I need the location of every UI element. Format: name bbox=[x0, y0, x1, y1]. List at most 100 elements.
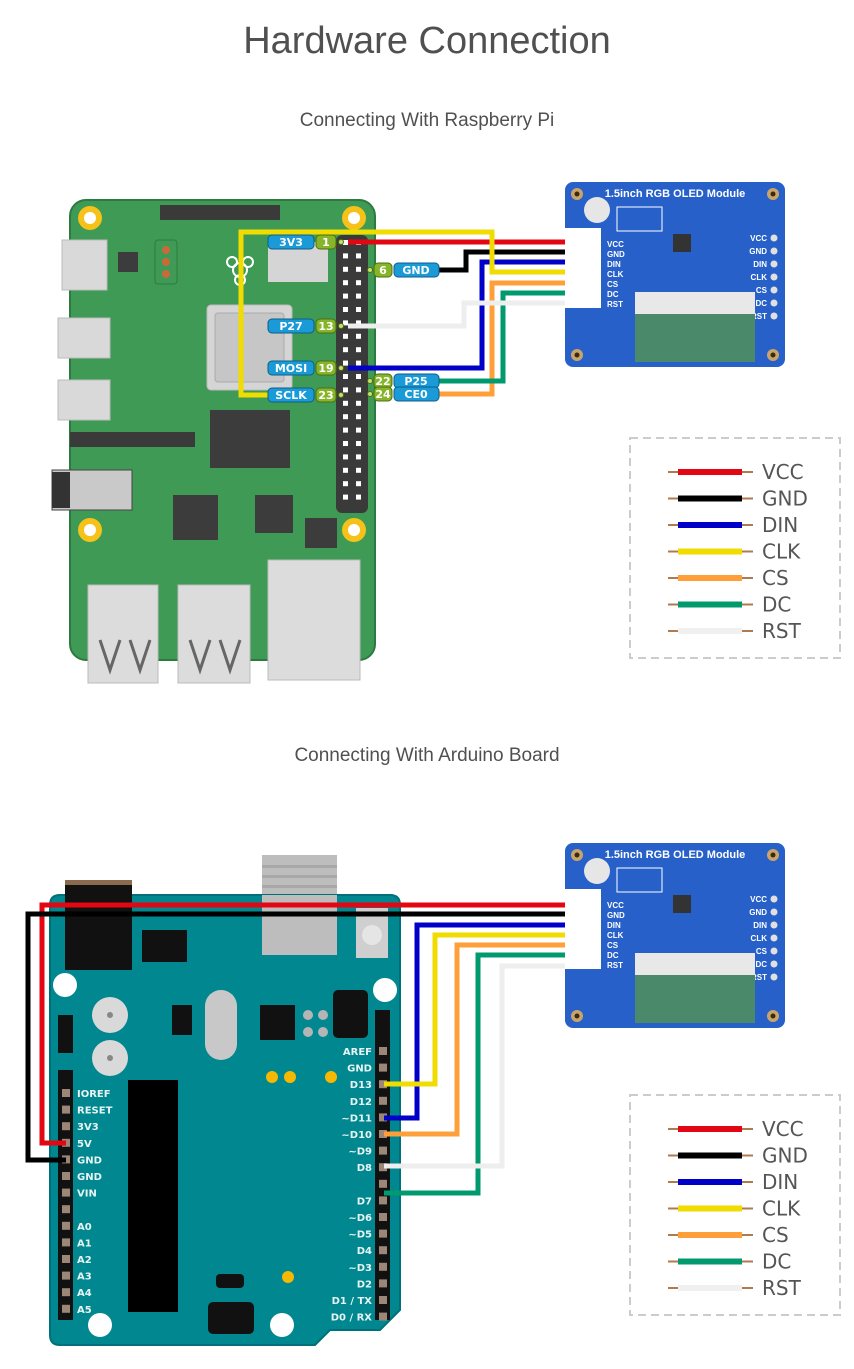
mounting-hole-inner bbox=[770, 352, 776, 358]
config-table bbox=[616, 867, 663, 893]
header-pin bbox=[62, 1304, 70, 1313]
legend-item-gnd: GND bbox=[668, 487, 808, 511]
wire-cs bbox=[384, 942, 590, 1137]
module-pin-label: CS bbox=[607, 280, 619, 289]
gpio-pin bbox=[356, 374, 361, 379]
legend-item-vcc: VCC bbox=[668, 1117, 804, 1141]
header-label: D1 / TX bbox=[332, 1296, 373, 1307]
wire-din bbox=[348, 259, 590, 371]
header-label: ~D6 bbox=[348, 1213, 372, 1224]
gpio-pin bbox=[356, 494, 361, 500]
header-label: A3 bbox=[77, 1272, 92, 1283]
module-pin-pad bbox=[770, 286, 778, 294]
header-label: AREF bbox=[343, 1047, 372, 1058]
header-pin bbox=[379, 1047, 387, 1055]
gpio-pin bbox=[343, 307, 348, 312]
legend-label: DIN bbox=[762, 1170, 798, 1194]
module-pin-label-right: CLK bbox=[751, 934, 768, 943]
signal-name: SCLK bbox=[275, 389, 307, 402]
gpio-pin bbox=[343, 414, 348, 420]
header-pin bbox=[62, 1205, 70, 1214]
legend-label: DIN bbox=[762, 513, 798, 537]
header-label: D0 / RX bbox=[331, 1313, 373, 1324]
gpio-pin bbox=[356, 347, 361, 353]
header-pin bbox=[379, 1312, 387, 1321]
module-pin-label: CLK bbox=[607, 270, 624, 279]
wire-clk bbox=[238, 229, 590, 398]
wire-dc bbox=[384, 952, 590, 1196]
gpio-pin bbox=[356, 293, 361, 299]
header-label: IOREF bbox=[77, 1089, 111, 1100]
header-label: ~D5 bbox=[348, 1230, 372, 1241]
module-pin-label-right: DIN bbox=[753, 921, 767, 930]
header-label: RESET bbox=[77, 1106, 113, 1117]
wire-din bbox=[384, 922, 590, 1121]
oled-panel bbox=[635, 312, 755, 362]
mounting-hole-inner bbox=[574, 852, 580, 858]
module-pin-pad bbox=[770, 908, 778, 916]
gpio-pin bbox=[343, 454, 348, 460]
legend-item-din: DIN bbox=[668, 513, 798, 537]
legend-label: DC bbox=[762, 593, 791, 617]
pin-number-badge bbox=[373, 262, 393, 278]
gpio-pin bbox=[356, 360, 361, 366]
module-pin-label-right: DC bbox=[755, 960, 767, 969]
mounting-hole-inner bbox=[574, 352, 580, 358]
oled-panel bbox=[635, 973, 755, 1023]
module-pin-pad bbox=[770, 934, 778, 942]
header-label: VIN bbox=[77, 1189, 97, 1200]
header-label: 3V3 bbox=[77, 1122, 99, 1133]
signal-badge bbox=[393, 262, 440, 278]
header-label: GND bbox=[77, 1172, 102, 1183]
header-pin bbox=[62, 1271, 70, 1280]
pin-number-badge bbox=[315, 318, 337, 334]
module-title: 1.5inch RGB OLED Module bbox=[605, 188, 746, 200]
header-label: GND bbox=[347, 1064, 372, 1075]
pin-number: 6 bbox=[379, 264, 387, 277]
legend-label: CS bbox=[762, 566, 789, 590]
header-label: ~D9 bbox=[348, 1147, 372, 1158]
wire-gnd bbox=[438, 249, 590, 273]
legend-item-cs: CS bbox=[668, 1223, 789, 1247]
legend-label: DC bbox=[762, 1250, 791, 1274]
header-label: 5V bbox=[77, 1139, 92, 1150]
qc-sticker bbox=[584, 197, 610, 223]
header-label: GND bbox=[77, 1155, 102, 1166]
pin-number: 19 bbox=[318, 362, 333, 375]
gpio-pin bbox=[356, 266, 361, 272]
fpc-connector bbox=[635, 953, 755, 975]
wire-vcc bbox=[39, 902, 590, 1146]
gpio-pin bbox=[343, 441, 348, 446]
mounting-hole-inner bbox=[574, 191, 580, 197]
header-pin bbox=[379, 1080, 387, 1089]
module-pin-label: RST bbox=[607, 300, 623, 309]
module-pin-pad bbox=[770, 273, 778, 281]
module-pin-pad bbox=[770, 973, 778, 981]
header-pin bbox=[62, 1172, 70, 1180]
header-label: A0 bbox=[77, 1222, 92, 1233]
header-pin bbox=[62, 1288, 70, 1297]
module-pin-label-right: CS bbox=[756, 947, 768, 956]
gpio-pin bbox=[343, 240, 348, 245]
legend-label: RST bbox=[762, 1276, 802, 1300]
header-pin bbox=[62, 1105, 70, 1114]
module-pin-label-right: RST bbox=[751, 973, 767, 982]
header-label: ~D11 bbox=[341, 1113, 372, 1124]
wire-cs bbox=[438, 280, 590, 397]
legend-label: CLK bbox=[762, 1197, 801, 1221]
gpio-pin bbox=[343, 374, 348, 379]
module-pin-label: DC bbox=[607, 951, 619, 960]
pin-dot bbox=[338, 323, 344, 329]
gpio-pin bbox=[356, 481, 361, 487]
legend-label: RST bbox=[762, 619, 802, 643]
mounting-hole-inner bbox=[574, 1013, 580, 1019]
header-pin bbox=[62, 1255, 70, 1263]
gpio-pin bbox=[356, 441, 361, 446]
header-label: A4 bbox=[77, 1288, 92, 1299]
signal-name: P25 bbox=[404, 375, 427, 388]
